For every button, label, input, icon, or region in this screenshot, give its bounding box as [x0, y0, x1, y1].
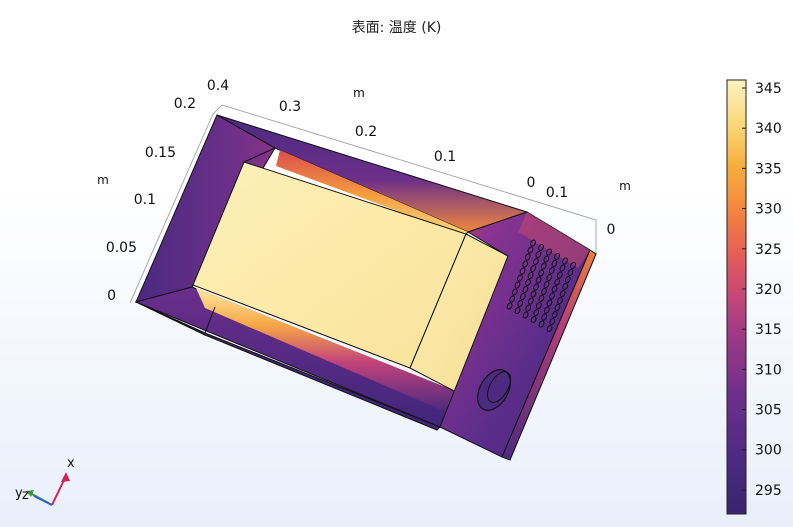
vent-hole — [527, 297, 534, 305]
vent-hole — [540, 262, 547, 270]
x-axis: 0.4 0.3 0.2 0.1 0 m — [207, 78, 536, 191]
vent-hole — [533, 308, 540, 317]
vent-hole — [535, 301, 542, 310]
cavity-bottom-glow — [196, 288, 458, 412]
vent-hole — [522, 311, 529, 319]
vent-hole — [557, 296, 563, 305]
vent-hole — [543, 280, 550, 289]
plot-title: 表面: 温度 (K) — [351, 20, 442, 36]
x-tick-label: 0.3 — [279, 99, 301, 115]
vent-hole — [564, 275, 571, 284]
z-axis-unit: m — [97, 173, 109, 187]
x-tick-label: 0 — [527, 175, 536, 191]
triad-y-arrowhead — [26, 490, 34, 497]
vent-hole — [554, 278, 561, 286]
z-tick-label: 0.1 — [134, 192, 156, 208]
vent-hole — [538, 243, 544, 252]
vent-hole — [519, 267, 526, 275]
vent-hole — [522, 260, 529, 268]
vent-holes — [506, 239, 576, 333]
vent-hole — [554, 303, 561, 312]
x-tick-label: 0.4 — [207, 78, 229, 94]
casing-bottom-skirt — [135, 301, 441, 431]
control-panel-edge — [501, 249, 597, 461]
vent-hole — [548, 266, 555, 275]
vent-hole — [527, 271, 534, 280]
vent-hole — [567, 268, 574, 277]
triad-x-arrowhead — [61, 472, 70, 482]
vent-hole — [535, 276, 542, 284]
vent-hole — [530, 290, 537, 298]
vent-hole — [546, 299, 553, 307]
triad-z-arrow — [33, 495, 53, 506]
z-axis: 0.2 0.15 0.1 0.05 0 m — [97, 96, 196, 304]
vent-hole — [525, 304, 532, 312]
vent-hole — [514, 281, 521, 289]
vent-hole — [514, 306, 521, 315]
vent-hole — [556, 271, 563, 279]
y-tick-label: 0.1 — [546, 185, 568, 201]
vent-hole — [538, 320, 545, 328]
vent-hole — [533, 283, 539, 291]
vent-hole — [530, 264, 537, 273]
vent-hole — [551, 285, 558, 293]
y-axis-unit: m — [619, 179, 631, 193]
vent-hole — [570, 261, 576, 270]
vent-hole — [541, 287, 547, 296]
vent-hole — [546, 248, 552, 256]
vent-hole — [543, 306, 550, 314]
vent-hole — [535, 250, 542, 259]
vent-hole — [551, 310, 558, 319]
vent-hole — [551, 259, 558, 268]
vent-hole — [506, 302, 513, 310]
vent-hole — [546, 273, 553, 282]
vent-hole — [562, 282, 569, 291]
vent-hole — [549, 292, 555, 300]
vent-hole — [559, 289, 566, 298]
vent-hole — [554, 252, 560, 261]
vent-hole — [530, 315, 537, 324]
vent-hole — [549, 317, 556, 326]
vent-hole — [538, 294, 545, 303]
vent-hole — [546, 324, 553, 333]
vent-hole — [509, 295, 516, 303]
x-tick-label: 0.2 — [355, 124, 377, 140]
vent-hole — [511, 288, 518, 296]
vent-hole — [525, 278, 531, 287]
vent-hole — [543, 255, 550, 263]
vent-hole — [517, 274, 523, 282]
z-tick-label: 0.05 — [106, 240, 137, 256]
control-knob — [477, 369, 512, 411]
control-panel-top-strip — [518, 212, 590, 268]
z-tick-label: 0.15 — [145, 145, 176, 161]
x-tick-label: 0.1 — [434, 149, 456, 165]
vent-hole — [530, 239, 536, 247]
vent-hole — [562, 257, 568, 265]
cavity-top-glow — [276, 150, 468, 236]
vent-hole — [559, 264, 566, 272]
vent-hole — [522, 285, 529, 294]
vent-hole — [527, 246, 534, 254]
triad-z-label: z — [22, 488, 29, 503]
vent-hole — [524, 253, 531, 261]
triad-x-label: x — [67, 456, 75, 471]
vent-hole — [532, 257, 539, 266]
triad-y-label: y — [15, 486, 23, 501]
y-axis: 0.1 0 m — [546, 179, 631, 238]
z-tick-label: 0 — [107, 288, 116, 304]
x-axis-unit: m — [353, 86, 365, 100]
vent-hole — [541, 313, 548, 321]
vent-hole — [517, 299, 524, 308]
vent-hole — [519, 292, 526, 301]
y-tick-label: 0 — [607, 222, 616, 238]
z-tick-label: 0.2 — [174, 96, 196, 112]
vent-hole — [538, 269, 545, 277]
